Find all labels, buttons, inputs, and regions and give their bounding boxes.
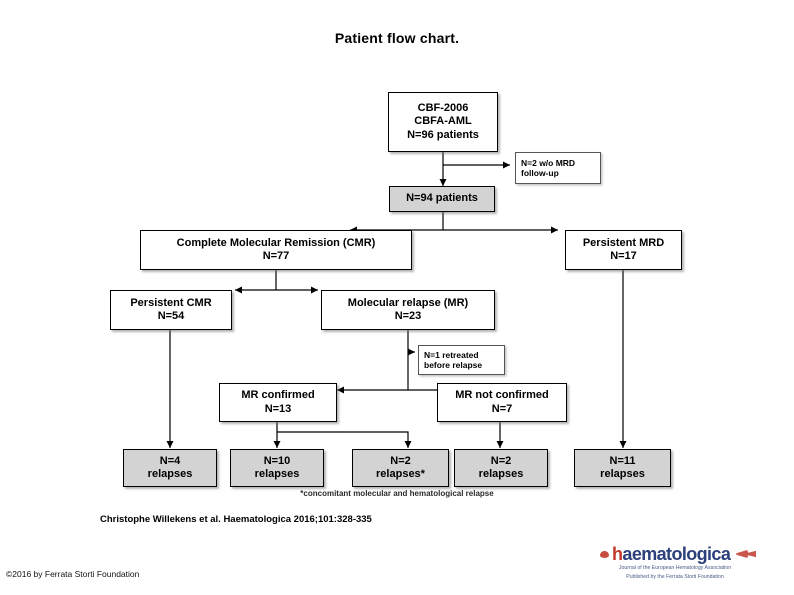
node-persistent-cmr-line2: N=54: [157, 310, 185, 322]
node-relapse-2a-line1: N=2: [390, 454, 411, 467]
leaf-icon: [600, 549, 611, 560]
logo-tagline-2: Published by the Ferrata Storti Foundati…: [626, 573, 724, 580]
node-relapse-11-line2: relapses: [600, 468, 645, 480]
logo-word-h: h: [612, 544, 623, 564]
node-relapse-4-line1: N=4: [159, 454, 181, 467]
chart-footnote: *concomitant molecular and hematological…: [300, 489, 494, 498]
node-relapse-2b-line1: N=2: [490, 454, 512, 467]
node-mr-not-confirmed-line2: N=7: [491, 402, 513, 415]
node-relapse-2a-line2: relapses*: [376, 468, 425, 480]
node-no-mrd-followup[interactable]: N=2 w/o MRD follow-up: [515, 152, 601, 184]
node-molecular-relapse-line2: N=23: [394, 310, 422, 322]
node-mr-confirmed-line1: MR confirmed: [241, 389, 315, 402]
node-persistent-mrd-line1: Persistent MRD: [582, 236, 665, 249]
citation-text: Christophe Willekens et al. Haematologic…: [100, 514, 372, 525]
node-cohort-line1: CBF-2006: [417, 101, 469, 114]
node-retreated-line2: before relapse: [424, 360, 483, 370]
node-retreated-before-relapse[interactable]: N=1 retreated before relapse: [418, 345, 505, 375]
node-relapse-4[interactable]: N=4 relapses: [123, 449, 217, 487]
logo-tagline-1: Journal of the European Hematology Assoc…: [618, 565, 732, 571]
node-no-mrd-line1: N=2 w/o MRD: [521, 157, 576, 168]
node-cmr-line1: Complete Molecular Remission (CMR): [176, 236, 376, 249]
node-relapse-4-line2: relapses: [147, 468, 193, 480]
node-cmr-line2: N=77: [262, 250, 290, 262]
node-mr-confirmed-line2: N=13: [264, 402, 292, 415]
swoosh-icon: [736, 550, 757, 558]
node-molecular-relapse-line1: Molecular relapse (MR): [347, 296, 469, 309]
node-relapse-2-concomitant[interactable]: N=2 relapses*: [352, 449, 449, 487]
node-mr-confirmed[interactable]: MR confirmed N=13: [219, 383, 337, 422]
node-relapse-10-line2: relapses: [254, 468, 300, 480]
node-relapse-2b-line2: relapses: [478, 468, 524, 480]
node-mr-not-confirmed[interactable]: MR not confirmed N=7: [437, 383, 567, 422]
node-mr-not-confirmed-line1: MR not confirmed: [455, 389, 549, 402]
node-cohort[interactable]: CBF-2006 CBFA-AML N=96 patients: [388, 92, 498, 152]
page-title: Patient flow chart.: [334, 30, 460, 46]
node-relapse-2[interactable]: N=2 relapses: [454, 449, 548, 487]
logo-wordmark: haematologica: [612, 544, 731, 564]
node-evaluable-line1: N=94 patients: [406, 192, 478, 205]
logo-word-rest: aematologica: [622, 544, 731, 564]
flow-chart: CBF-2006 CBFA-AML N=96 patients N=2 w/o …: [0, 60, 794, 510]
node-relapse-11-line1: N=11: [609, 454, 636, 467]
node-persistent-mrd[interactable]: Persistent MRD N=17: [565, 230, 682, 270]
node-persistent-cmr[interactable]: Persistent CMR N=54: [110, 290, 232, 330]
node-cohort-line2: CBFA-AML: [414, 115, 472, 128]
node-persistent-cmr-line1: Persistent CMR: [130, 296, 212, 309]
haematologica-logo: haematologica Journal of the European He…: [600, 544, 780, 580]
node-relapse-10-line1: N=10: [263, 454, 291, 467]
node-complete-molecular-remission[interactable]: Complete Molecular Remission (CMR) N=77: [140, 230, 412, 270]
node-persistent-mrd-line2: N=17: [610, 250, 637, 262]
node-relapse-10[interactable]: N=10 relapses: [230, 449, 324, 487]
node-no-mrd-line2: follow-up: [521, 168, 559, 178]
node-relapse-11[interactable]: N=11 relapses: [574, 449, 671, 487]
node-evaluable-patients[interactable]: N=94 patients: [389, 186, 495, 212]
node-molecular-relapse[interactable]: Molecular relapse (MR) N=23: [321, 290, 495, 330]
node-retreated-line1: N=1 retreated: [424, 349, 479, 360]
copyright-text: ©2016 by Ferrata Storti Foundation: [6, 569, 140, 579]
node-cohort-line3: N=96 patients: [407, 128, 479, 141]
logo-wordmark-row: haematologica: [600, 544, 780, 564]
